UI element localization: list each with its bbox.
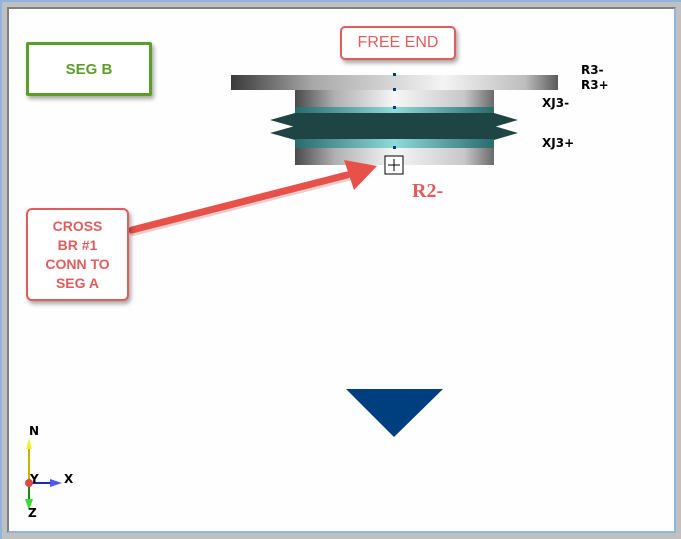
label-r3-plus: R3+ [581, 78, 609, 92]
viewport-canvas: SEG B FREE END CROSS BR #1 CONN TO SEG A… [9, 9, 674, 531]
axis-label-y: Y [30, 472, 39, 486]
upper-teal-ring [295, 107, 494, 115]
label-r3-minus: R3- [581, 63, 604, 77]
lower-teal-ring [295, 139, 494, 148]
annotation-arrow [128, 160, 377, 236]
axis-label-n: N [29, 424, 40, 438]
node-marker[interactable] [393, 88, 396, 91]
label-xj3-minus: XJ3- [542, 96, 570, 110]
axis-origin [25, 479, 33, 487]
axis-z-arrow [25, 499, 33, 510]
top-flange-plate[interactable] [231, 75, 558, 90]
label-xj3-plus: XJ3+ [542, 136, 575, 150]
upper-bearing-body[interactable] [295, 90, 494, 108]
axis-label-x: X [64, 472, 74, 486]
free-end-label: FREE END [357, 34, 439, 51]
seg-b-callout[interactable]: SEG B [26, 42, 152, 96]
elastomer-layer-lower[interactable] [270, 126, 518, 140]
label-r2-minus: R2- [412, 180, 444, 202]
axis-label-z: Z [28, 506, 37, 520]
node-marker[interactable] [393, 106, 396, 109]
cross-br-label: CROSS BR #1 CONN TO SEG A [45, 217, 110, 291]
model-graphics [25, 73, 558, 510]
support-triangle-icon[interactable] [346, 389, 443, 437]
axis-triad [25, 438, 62, 510]
node-marker[interactable] [393, 146, 396, 149]
seg-b-label: SEG B [65, 60, 113, 78]
axis-n-arrow [26, 438, 32, 449]
elastomer-layer-upper[interactable] [270, 113, 518, 127]
axis-x-arrow [50, 479, 62, 487]
cross-br-callout[interactable]: CROSS BR #1 CONN TO SEG A [26, 208, 129, 301]
node-marker[interactable] [393, 73, 396, 76]
free-end-callout[interactable]: FREE END [340, 26, 456, 60]
model-viewport[interactable]: SEG B FREE END CROSS BR #1 CONN TO SEG A… [7, 7, 676, 533]
